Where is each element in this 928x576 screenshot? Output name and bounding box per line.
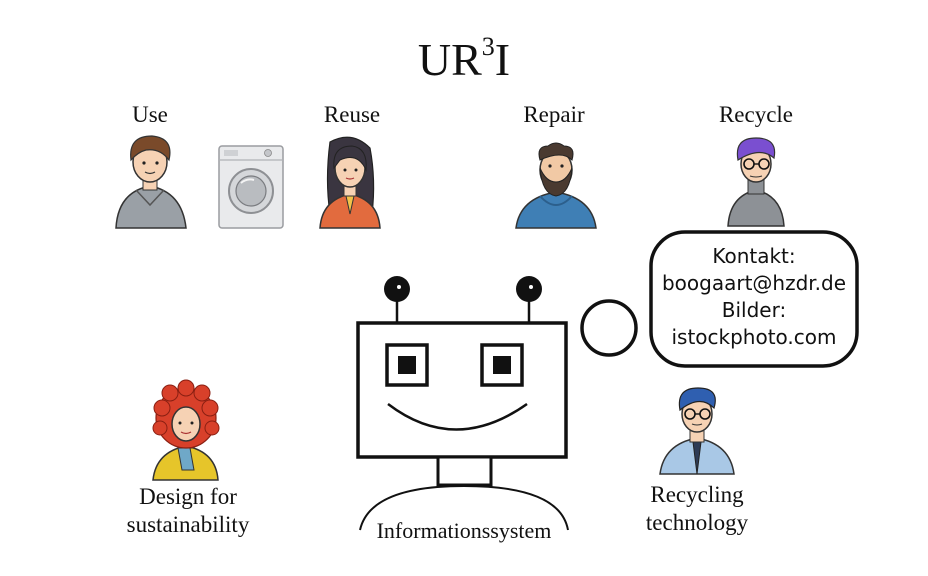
title-main: UR: [417, 34, 482, 85]
label-recycling: Recycling technology: [617, 481, 777, 537]
speech-bubble: [580, 230, 859, 368]
person-use-icon: [115, 135, 187, 229]
person-recycle-icon: [727, 137, 785, 227]
robot-head: [356, 321, 568, 459]
robot-antenna-right: [516, 276, 542, 302]
title-superscript: 3: [481, 32, 495, 61]
label-repair: Repair: [523, 102, 585, 127]
robot-antenna-left: [384, 276, 410, 302]
person-reuse-icon: [319, 136, 381, 229]
robot-neck: [436, 455, 493, 487]
person-recycling-icon: [659, 387, 735, 475]
washing-machine-icon: [218, 145, 284, 229]
label-recycling-line1: Recycling: [650, 482, 744, 507]
label-use: Use: [132, 102, 168, 127]
label-design: Design for sustainability: [108, 483, 268, 539]
bubble-line-kontakt: Kontakt:: [712, 244, 796, 268]
person-repair-icon: [515, 142, 597, 229]
diagram-title: UR3I: [0, 32, 928, 88]
label-design-line2: sustainability: [126, 512, 250, 537]
robot-mouth: [387, 402, 528, 431]
label-recycle: Recycle: [718, 102, 794, 127]
label-recycling-line2: technology: [645, 510, 749, 535]
robot-icon: [356, 276, 569, 531]
robot-label: Informationssystem: [376, 518, 552, 543]
bubble-line-bilder: Bilder:: [721, 298, 787, 322]
bubble-line-source: istockphoto.com: [671, 325, 837, 349]
title-suffix: I: [494, 34, 511, 85]
robot-eye-right: [480, 343, 524, 387]
label-design-line1: Design for: [139, 484, 237, 509]
bubble-text: Kontakt: boogaart@hzdr.de Bilder: istock…: [651, 243, 857, 351]
thought-circle: [580, 299, 638, 357]
label-reuse: Reuse: [323, 102, 381, 127]
person-design-icon: [152, 379, 220, 481]
robot-body: [359, 484, 569, 531]
bubble-line-email[interactable]: boogaart@hzdr.de: [661, 271, 847, 295]
